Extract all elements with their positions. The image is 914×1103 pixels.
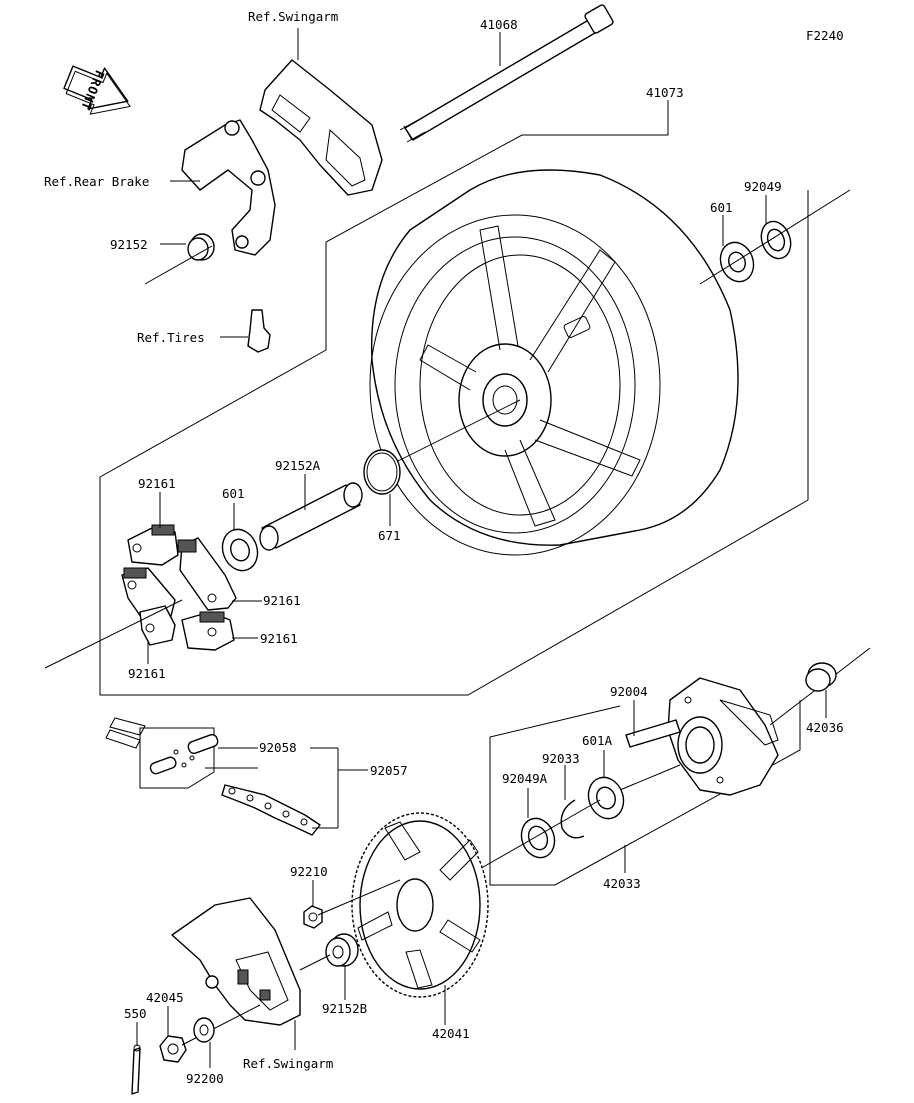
nut-92210	[303, 905, 323, 929]
label-92161-bottom: 92161	[128, 666, 166, 681]
chain-92057	[105, 717, 321, 836]
label-42033: 42033	[603, 876, 641, 891]
axle-41068	[399, 4, 614, 143]
label-92004: 92004	[610, 684, 648, 699]
ref-rear-brake: Ref.Rear Brake	[44, 174, 149, 189]
label-601-left: 601	[222, 486, 245, 501]
label-92058: 92058	[259, 740, 297, 755]
rear-brake-bracket	[181, 119, 276, 256]
ref-tires: Ref.Tires	[137, 330, 205, 345]
label-42045: 42045	[146, 990, 184, 1005]
label-550: 550	[124, 1006, 147, 1021]
label-92057: 92057	[370, 763, 408, 778]
collar-92152B	[325, 933, 359, 967]
ref-swingarm-bottom: Ref.Swingarm	[243, 1056, 333, 1071]
label-92049A: 92049A	[502, 771, 548, 786]
label-671: 671	[378, 528, 401, 543]
label-92152A: 92152A	[275, 458, 321, 473]
sprocket-hub	[667, 677, 779, 796]
label-601-right: 601	[710, 200, 733, 215]
oil-seal-92049A	[520, 817, 556, 859]
label-42036: 42036	[806, 720, 844, 735]
label-92049: 92049	[744, 179, 782, 194]
label-92152B: 92152B	[322, 1001, 367, 1016]
washer-92200	[193, 1017, 215, 1043]
collar-92152A	[259, 482, 363, 551]
castle-nut-42045	[159, 1035, 187, 1063]
label-41073: 41073	[646, 85, 684, 100]
swingarm-bottom	[171, 897, 301, 1026]
oil-seal-92049	[760, 220, 792, 260]
damper-92161-top	[127, 524, 179, 566]
label-42041: 42041	[432, 1026, 470, 1041]
sprocket-42041	[351, 812, 489, 998]
rear-wheel	[369, 169, 739, 556]
circlip-92033	[560, 799, 585, 839]
master-link-92058	[149, 733, 219, 775]
damper-92161-lower	[181, 611, 235, 651]
label-41068: 41068	[480, 17, 518, 32]
collar-92152	[187, 233, 215, 261]
stud-92004	[625, 719, 681, 748]
ref-swingarm-top: Ref.Swingarm	[248, 9, 338, 24]
label-92033: 92033	[542, 751, 580, 766]
label-92200: 92200	[186, 1071, 224, 1086]
label-92210: 92210	[290, 864, 328, 879]
front-arrow-icon: FRONT	[63, 65, 131, 115]
label-601A: 601A	[582, 733, 613, 748]
damper-92161-bottom	[139, 605, 176, 646]
bearing-601-left	[221, 528, 259, 572]
bearing-601-right	[719, 241, 755, 283]
o-ring-671	[363, 449, 401, 495]
bearing-601A	[587, 776, 625, 820]
cotter-pin-550	[131, 1044, 141, 1095]
tire-valve	[247, 309, 271, 353]
label-92161-mid: 92161	[263, 593, 301, 608]
label-92161-top: 92161	[138, 476, 176, 491]
label-92152: 92152	[110, 237, 148, 252]
label-92161-lower: 92161	[260, 631, 298, 646]
collar-42036	[805, 662, 837, 692]
swingarm-top	[259, 28, 383, 196]
damper-92161-mid	[177, 537, 237, 611]
diagram-code: F2240	[806, 28, 844, 43]
